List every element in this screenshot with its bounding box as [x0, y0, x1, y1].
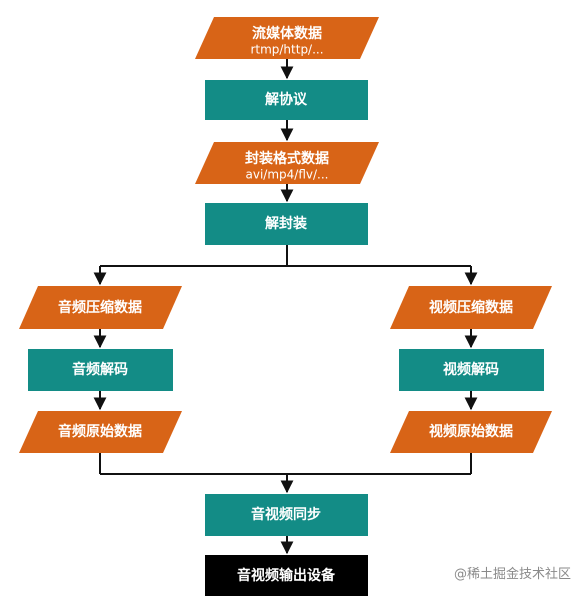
node-container-data: 封装格式数据 avi/mp4/flv/...	[195, 142, 379, 184]
deprotocol-title: 解协议	[265, 91, 308, 108]
container-data-title: 封装格式数据	[245, 150, 329, 167]
stream-data-subtitle: rtmp/http/...	[250, 43, 323, 57]
video-raw-title: 视频原始数据	[429, 423, 513, 440]
watermark-text: @稀土掘金技术社区	[453, 567, 571, 582]
audio-decode-title: 音频解码	[72, 361, 128, 378]
demux-shape	[205, 203, 368, 245]
node-audio-raw: 音频原始数据	[19, 411, 182, 453]
node-output-device: 音视频输出设备	[205, 555, 368, 596]
deprotocol-shape	[205, 80, 368, 120]
video-decode-shape	[399, 349, 544, 391]
video-raw-shape	[390, 411, 552, 453]
node-video-compressed: 视频压缩数据	[390, 286, 552, 329]
node-av-sync: 音视频同步	[205, 494, 368, 536]
node-video-raw: 视频原始数据	[390, 411, 552, 453]
audio-raw-shape	[19, 411, 182, 453]
container-data-subtitle: avi/mp4/flv/...	[246, 168, 329, 182]
audio-compressed-shape	[19, 286, 182, 329]
node-stream-data: 流媒体数据 rtmp/http/...	[195, 17, 379, 59]
stream-data-title: 流媒体数据	[252, 25, 322, 42]
output-device-title: 音视频输出设备	[237, 567, 336, 584]
stream-data-shape	[195, 17, 379, 59]
audio-decode-shape	[28, 349, 173, 391]
demux-title: 解封装	[265, 215, 308, 232]
av-sync-title: 音视频同步	[251, 506, 321, 523]
video-decode-title: 视频解码	[443, 361, 499, 378]
video-compressed-shape	[390, 286, 552, 329]
video-compressed-title: 视频压缩数据	[429, 299, 513, 316]
node-audio-compressed: 音频压缩数据	[19, 286, 182, 329]
node-video-decode: 视频解码	[399, 349, 544, 391]
av-sync-shape	[205, 494, 368, 536]
node-demux: 解封装	[205, 203, 368, 245]
audio-raw-title: 音频原始数据	[58, 423, 142, 440]
container-data-shape	[195, 142, 379, 184]
node-audio-decode: 音频解码	[28, 349, 173, 391]
node-deprotocol: 解协议	[205, 80, 368, 120]
output-device-shape	[205, 555, 368, 596]
audio-compressed-title: 音频压缩数据	[58, 299, 142, 316]
